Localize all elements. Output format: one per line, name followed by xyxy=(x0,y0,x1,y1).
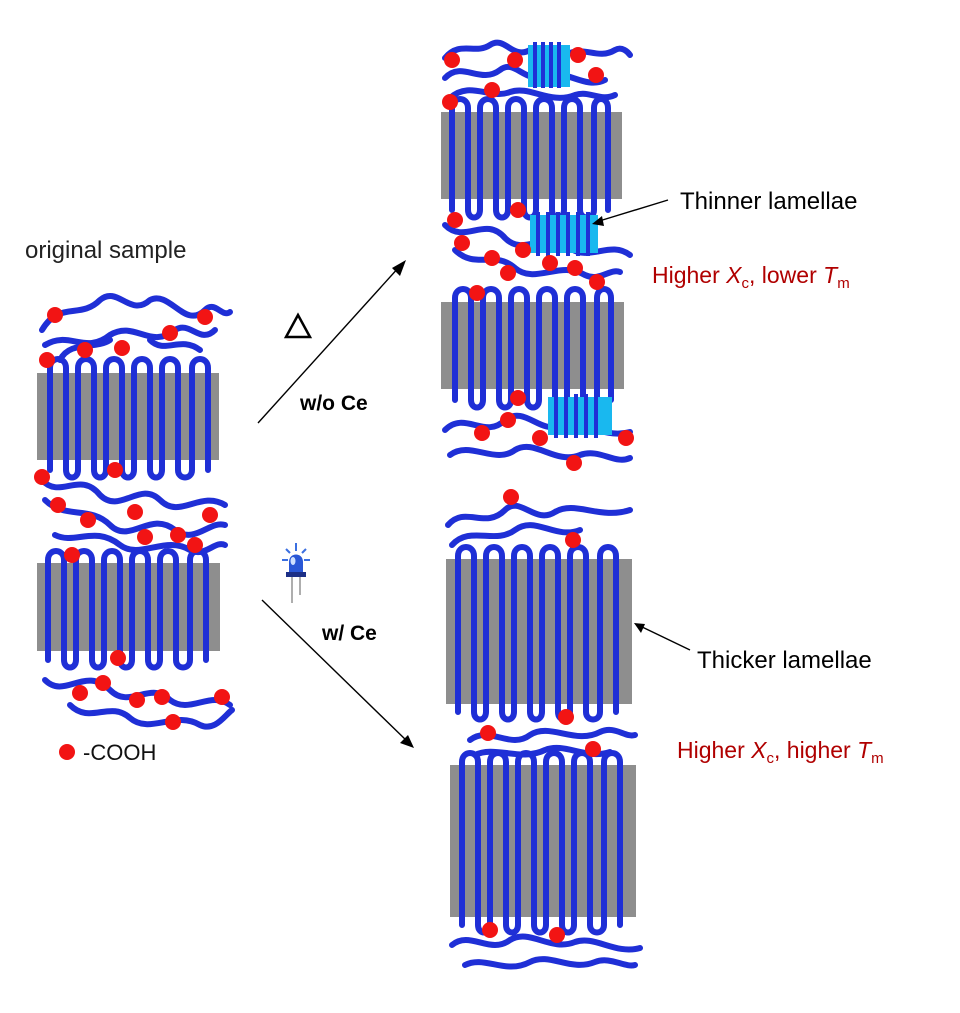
original-sample-label: original sample xyxy=(25,237,186,264)
cooh-dot xyxy=(129,692,145,708)
legend-cooh-label: -COOH xyxy=(83,740,156,765)
thin-crystallite xyxy=(548,397,612,435)
amorphous-chain xyxy=(42,324,218,348)
lower-properties: Higher Xc, higher Tm xyxy=(677,737,884,767)
upper-properties: Higher Xc, lower Tm xyxy=(652,262,850,292)
cooh-dot xyxy=(72,685,88,701)
cooh-dot xyxy=(137,529,153,545)
cooh-dot xyxy=(34,469,50,485)
led-bulb-icon xyxy=(282,543,310,603)
cooh-dot xyxy=(165,714,181,730)
amorphous-chain xyxy=(442,63,608,86)
cooh-groups xyxy=(480,489,601,943)
amorphous-chain xyxy=(467,726,638,743)
cooh-dot xyxy=(95,675,111,691)
cooh-dot xyxy=(64,547,80,563)
amorphous-chain xyxy=(52,532,228,555)
folded-chain xyxy=(47,356,211,481)
cooh-dot xyxy=(39,352,55,368)
legend: -COOH xyxy=(59,740,156,765)
thicker-lamellae-label: Thicker lamellae xyxy=(697,647,872,674)
thinner-lamellae-label: Thinner lamellae xyxy=(680,188,857,215)
cooh-dot xyxy=(162,325,178,341)
amorphous-chain xyxy=(447,87,618,101)
thinner-pointer xyxy=(595,199,669,223)
with-ce-label: w/ Ce xyxy=(321,622,377,645)
amorphous-chain xyxy=(67,702,235,730)
cooh-dot xyxy=(50,497,66,513)
folded-chain xyxy=(45,548,209,671)
amorphous-chain xyxy=(449,522,583,548)
triangle-icon xyxy=(283,312,313,339)
cooh-dot xyxy=(202,507,218,523)
original-sample-structure xyxy=(34,293,235,730)
without-ce-label: w/o Ce xyxy=(299,392,368,415)
cooh-dot xyxy=(214,689,230,705)
cooh-dot xyxy=(114,340,130,356)
amorphous-chain xyxy=(39,293,233,333)
cooh-dot xyxy=(197,309,213,325)
cooh-legend-dot xyxy=(59,744,75,760)
cooh-dot xyxy=(80,512,96,528)
cooh-dot xyxy=(187,537,203,553)
cooh-dot xyxy=(170,527,186,543)
cooh-dot xyxy=(127,504,143,520)
amorphous-chain xyxy=(449,933,643,953)
cooh-dot xyxy=(107,462,123,478)
arrow-light xyxy=(261,599,409,743)
cooh-dot xyxy=(47,307,63,323)
amorphous-chain xyxy=(447,443,633,463)
photo-treated-structure xyxy=(445,489,643,970)
cooh-groups xyxy=(442,47,634,471)
folded-chain xyxy=(455,544,619,723)
amorphous-chain xyxy=(42,497,228,538)
amorphous-chain xyxy=(462,956,638,970)
arrowhead xyxy=(400,735,414,748)
process-arrows xyxy=(257,260,414,748)
amorphous-chain xyxy=(39,477,228,511)
heated-structure xyxy=(441,39,634,471)
cooh-dot xyxy=(77,342,93,358)
arrow-heating xyxy=(257,265,401,424)
thicker-pointer xyxy=(637,624,691,651)
cooh-groups xyxy=(34,307,230,730)
amorphous-chain xyxy=(445,502,633,528)
cooh-dot xyxy=(110,650,126,666)
arrowhead xyxy=(392,260,406,276)
cooh-dot xyxy=(154,689,170,705)
